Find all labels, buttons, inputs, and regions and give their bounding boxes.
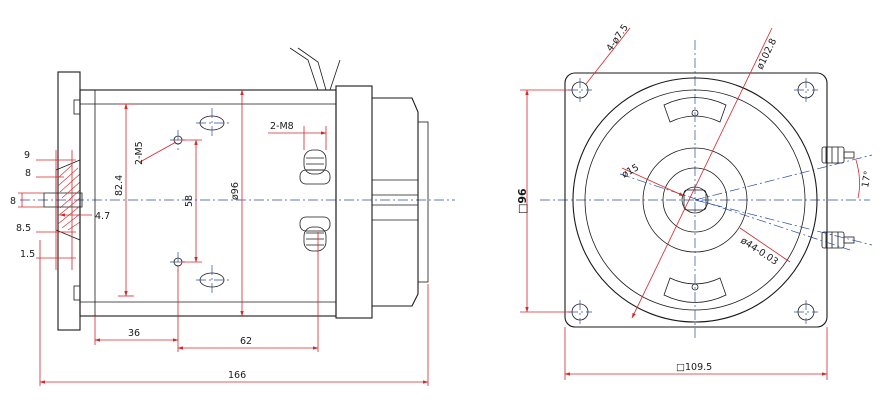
label-2-m8: 2-M8 <box>270 121 294 132</box>
dim-166: 166 <box>228 370 246 381</box>
dim-4-7: 4.7 <box>95 211 110 222</box>
shaft-key <box>683 189 707 211</box>
screw-bottom <box>196 265 230 295</box>
label-4-dia-7-5: 4-ø7.5 <box>604 23 630 54</box>
end-cap <box>335 85 373 319</box>
dim-dia-102-8: ø102.8 <box>755 37 779 71</box>
dim-8-left: 8 <box>10 196 16 207</box>
end-cap-back <box>372 97 419 307</box>
dim-9: 9 <box>24 150 30 161</box>
lead-wire-1 <box>289 47 319 91</box>
motor-body <box>79 89 337 317</box>
arc-slot-bottom <box>663 277 727 303</box>
pilot-circle <box>642 147 748 253</box>
lead-wire-3 <box>329 59 341 91</box>
dim-dia-96: ø96 <box>230 182 241 200</box>
dim-62: 62 <box>240 336 252 347</box>
dim-8-5: 8.5 <box>16 223 31 234</box>
dim-58: 58 <box>184 195 195 207</box>
corner-hole-br <box>794 300 818 324</box>
dim-82-4: 82.4 <box>114 175 125 196</box>
terminal-right-bottom <box>821 231 855 249</box>
flange-notch-bottom <box>73 285 81 301</box>
flange-notch-top <box>73 99 81 115</box>
dim-dia-44: ø44-0.03 <box>738 235 780 267</box>
dim-angle-17: 17° <box>860 170 874 188</box>
label-2-m5: 2-M5 <box>134 141 145 165</box>
rear-bearing-cover <box>417 121 429 283</box>
housing-inner <box>584 89 806 311</box>
dim-8-top: 8 <box>25 168 31 179</box>
terminal-right-top <box>821 146 855 164</box>
dim-dia-15: ø15 <box>620 162 641 180</box>
arc-slot-top <box>663 97 727 123</box>
front-view: 4-ø7.5 ø102.8 ø15 ø44-0.03 17° □96 □109.… <box>516 23 874 380</box>
bearing-boss <box>662 167 728 233</box>
dim-square-109-5: □109.5 <box>676 362 712 373</box>
square-flange <box>564 72 828 328</box>
lead-wire-2 <box>297 47 327 91</box>
screw-top <box>196 108 230 138</box>
corner-hole-tr <box>794 78 818 102</box>
terminal-stud-top <box>299 149 331 185</box>
housing-outer <box>572 77 818 323</box>
terminal-stud-bottom <box>299 216 331 252</box>
dim-square-96: □96 <box>516 188 529 214</box>
side-view: 9 8 8 4.7 8.5 1.5 2-M5 82.4 58 <box>10 47 455 386</box>
dim-36: 36 <box>128 328 140 339</box>
dim-1-5: 1.5 <box>20 249 35 260</box>
